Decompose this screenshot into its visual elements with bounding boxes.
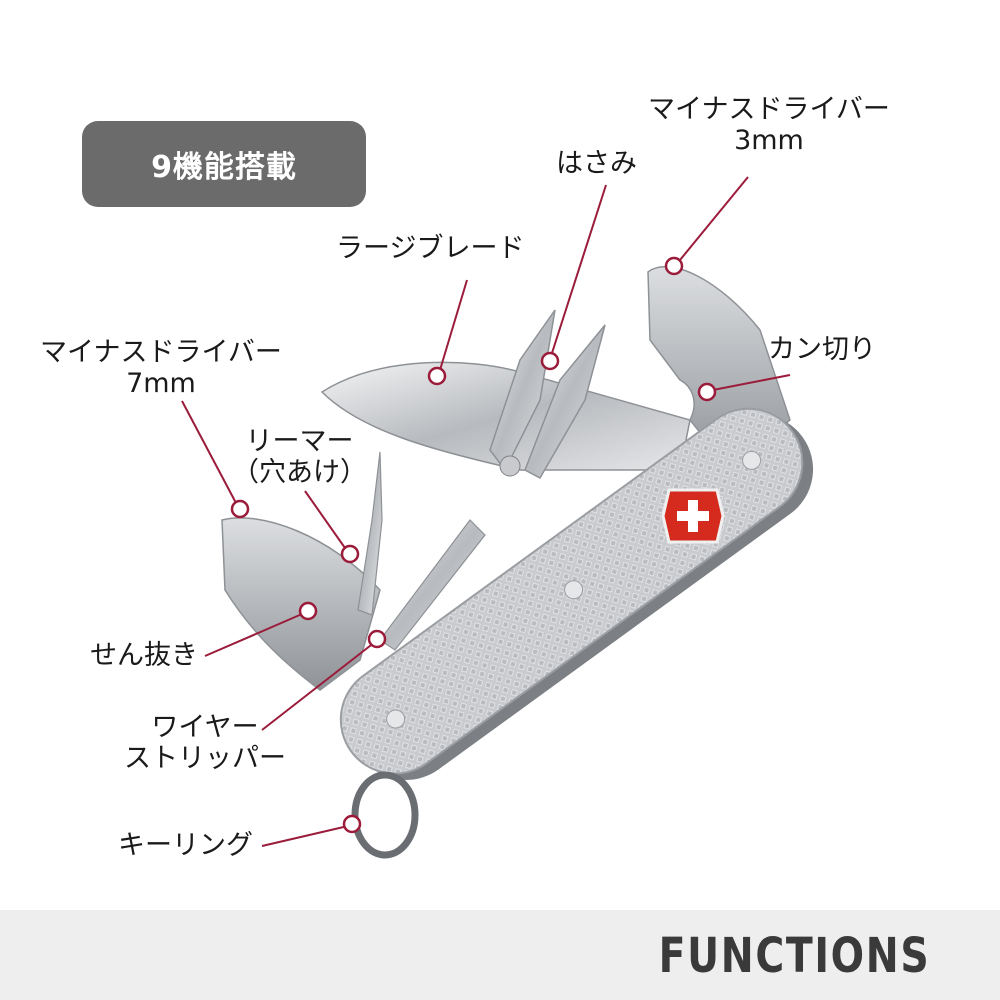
handle-rivet [386,709,406,729]
label-screwdriver-3mm: マイナスドライバー 3mm [648,94,890,156]
reamer-tool [357,451,383,616]
leader-reamer [304,490,346,549]
leader-bottle-opener [204,613,303,657]
marker-reamer [340,544,360,564]
key-ring [351,771,419,859]
marker-screwdriver-3mm [664,256,684,276]
label-bottle-opener: せん抜き [90,640,198,671]
marker-large-blade [427,366,447,386]
label-line: ストリッパー [124,743,286,774]
marker-screwdriver-7mm [230,499,250,519]
label-screwdriver-7mm: マイナスドライバー 7mm [40,337,282,399]
scissors-blade-a [489,309,556,472]
scissors-pivot [499,455,521,477]
leader-scissors [551,184,607,354]
handle-rivet [564,580,584,600]
footer-title: FUNCTIONS [658,928,930,984]
label-line: 7mm [126,368,196,399]
leader-can-opener [712,374,791,391]
label-line: マイナスドライバー [648,94,890,125]
label-line: （穴あけ） [232,457,367,488]
label-line: マイナスドライバー [40,337,282,368]
leader-large-blade [439,279,468,371]
leader-screwdriver-3mm [679,176,749,261]
label-scissors: はさみ [556,148,637,179]
marker-can-opener [697,382,717,402]
leader-wire-stripper [261,641,376,731]
marker-bottle-opener [298,601,318,621]
wire-stripper-tool [379,519,486,651]
cross-emblem [661,488,725,544]
leader-key-ring [261,825,349,847]
footer-bar: FUNCTIONS [0,910,1000,1000]
leader-screwdriver-7mm [181,400,237,504]
marker-scissors [540,351,560,371]
feature-count-badge: 9機能搭載 [82,121,366,207]
bottle-opener-tool [221,517,381,691]
label-large-blade: ラージブレード [336,233,525,264]
handle-rivet [742,450,762,470]
scissors-blade-b [524,324,606,480]
label-key-ring: キーリング [118,830,253,861]
label-line: 3mm [734,125,804,156]
label-can-opener: カン切り [768,334,876,365]
label-reamer: リーマー （穴あけ） [232,426,367,488]
marker-key-ring [342,814,362,834]
label-line: ワイヤー [151,712,259,743]
label-line: リーマー [245,426,354,457]
label-wire-stripper: ワイヤー ストリッパー [124,712,286,774]
marker-wire-stripper [367,629,387,649]
